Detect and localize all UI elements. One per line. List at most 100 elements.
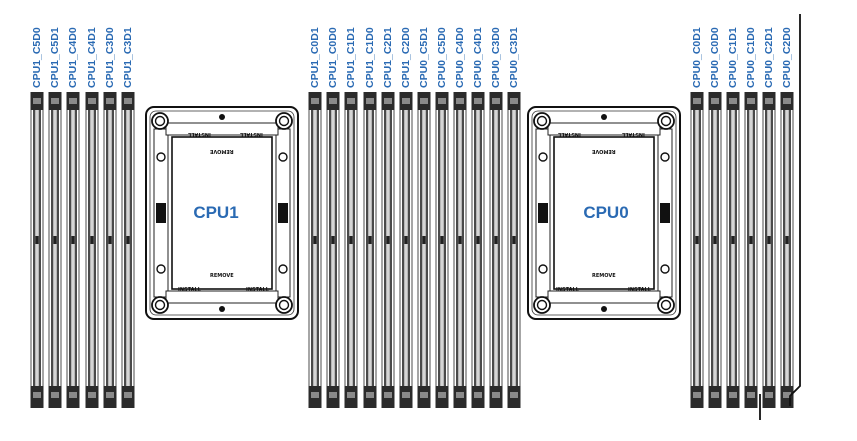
bottom-notch xyxy=(601,306,607,312)
corner-screw-inner xyxy=(536,115,548,127)
dimm-rail-right xyxy=(425,110,428,386)
corner-screw-inner xyxy=(660,299,672,311)
dimm-rail-right xyxy=(716,110,719,386)
left-dimm-slot-2 xyxy=(48,92,62,408)
cpu-die-area xyxy=(553,136,655,290)
cpu1-remove-top: REMOVE xyxy=(210,148,234,154)
dimm-top-latch-detail xyxy=(106,98,114,104)
dimm-key-notch xyxy=(331,236,335,244)
dimm-bottom-latch-detail xyxy=(329,392,337,398)
dimm-rail-right xyxy=(497,110,500,386)
dimm-rail-right xyxy=(770,110,773,386)
socket-bar-top xyxy=(547,122,661,136)
center-dimm-label: CPU0_C4D1 xyxy=(472,27,484,88)
dimm-rail-left xyxy=(124,110,127,386)
dimm-bottom-latch-detail xyxy=(747,392,755,398)
center-dimm-slot-8 xyxy=(435,92,449,408)
dimm-rail-right xyxy=(38,110,41,386)
dimm-rail-right xyxy=(389,110,392,386)
dimm-rail-right xyxy=(479,110,482,386)
dimm-top-latch-detail xyxy=(729,98,737,104)
dimm-key-notch xyxy=(731,236,735,244)
dimm-key-notch xyxy=(90,236,94,244)
dimm-rail-left xyxy=(402,110,405,386)
dimm-bottom-latch-detail xyxy=(711,392,719,398)
dimm-key-notch xyxy=(494,236,498,244)
cpu1-install-bottom-left: INSTALL xyxy=(178,287,201,293)
dimm-rail-right xyxy=(752,110,755,386)
dimm-top-latch-detail xyxy=(51,98,59,104)
side-screw-right xyxy=(278,264,288,274)
dimm-key-notch xyxy=(422,236,426,244)
dimm-key-notch xyxy=(512,236,516,244)
dimm-rail-left xyxy=(783,110,786,386)
dimm-key-notch xyxy=(53,236,57,244)
dimm-rail-right xyxy=(352,110,355,386)
dimm-bottom-latch-detail xyxy=(474,392,482,398)
dimm-top-latch-detail xyxy=(347,98,355,104)
right-dimm-slot-1 xyxy=(690,92,704,408)
cpu0-label: CPU0 xyxy=(583,203,629,222)
dimm-rail-right xyxy=(56,110,59,386)
cpu1-install-bottom-right: INSTALL xyxy=(246,287,269,293)
center-dimm-label: CPU0_C5D1 xyxy=(418,27,430,88)
cpu0-install-top-left: INSTALL xyxy=(558,131,581,137)
dimm-rail-left xyxy=(474,110,477,386)
dimm-key-notch xyxy=(767,236,771,244)
right-dimm-label: CPU0_C1D1 xyxy=(727,27,739,88)
dimm-bottom-latch-detail xyxy=(456,392,464,398)
side-screw-right xyxy=(660,264,670,274)
dimm-rail-left xyxy=(69,110,72,386)
left-dimm-slot-1 xyxy=(30,92,44,408)
dimm-rail-right xyxy=(734,110,737,386)
dimm-top-latch-detail xyxy=(747,98,755,104)
dimm-top-latch-detail xyxy=(366,98,374,104)
dimm-rail-left xyxy=(311,110,314,386)
dimm-rail-right xyxy=(334,110,337,386)
dimm-rail-left xyxy=(366,110,369,386)
left-dimm-label: CPU1_C5D1 xyxy=(49,27,61,88)
right-dimm-slot-4 xyxy=(744,92,758,408)
dimm-top-latch-detail xyxy=(420,98,428,104)
center-dimm-label: CPU0_C3D0 xyxy=(490,27,502,88)
dimm-rail-left xyxy=(492,110,495,386)
center-dimm-label: CPU1_C1D1 xyxy=(345,27,357,88)
center-dimm-slot-12 xyxy=(507,92,521,408)
cpu0-install-bottom-left: INSTALL xyxy=(556,287,579,293)
dimm-key-notch xyxy=(785,236,789,244)
dimm-key-notch xyxy=(126,236,130,244)
side-screw-left xyxy=(538,152,548,162)
dimm-key-notch xyxy=(440,236,444,244)
dimm-rail-left xyxy=(51,110,54,386)
dimm-rail-left xyxy=(456,110,459,386)
dimm-rail-right xyxy=(461,110,464,386)
left-dimm-label: CPU1_C3D0 xyxy=(104,27,116,88)
left-dimm-label: CPU1_C4D1 xyxy=(86,27,98,88)
dimm-bottom-latch-detail xyxy=(124,392,132,398)
dimm-bottom-latch-detail xyxy=(438,392,446,398)
dimm-rail-right xyxy=(316,110,319,386)
dimm-bottom-latch-detail xyxy=(783,392,791,398)
dimm-bottom-latch-detail xyxy=(51,392,59,398)
dimm-bottom-latch-detail xyxy=(492,392,500,398)
left-dimm-slot-5 xyxy=(103,92,117,408)
cpu0-install-bottom-right: INSTALL xyxy=(628,287,651,293)
cpu1-remove-bottom: REMOVE xyxy=(210,273,234,279)
dimm-top-latch-detail xyxy=(33,98,41,104)
dimm-key-notch xyxy=(71,236,75,244)
dimm-top-latch-detail xyxy=(124,98,132,104)
center-dimm-slot-4 xyxy=(363,92,377,408)
socket-frame-inner xyxy=(149,110,295,316)
right-dimm-slot-5 xyxy=(762,92,776,408)
right-dimm-label: CPU0_C1D0 xyxy=(745,27,757,88)
center-dimm-label: CPU1_C1D0 xyxy=(364,27,376,88)
dimm-top-latch-detail xyxy=(88,98,96,104)
dimm-rail-left xyxy=(747,110,750,386)
dimm-rail-right xyxy=(788,110,791,386)
dimm-top-latch-detail xyxy=(711,98,719,104)
center-dimm-label: CPU1_C2D1 xyxy=(382,27,394,88)
right-dimm-slot-3 xyxy=(726,92,740,408)
cpu0-remove-bottom: REMOVE xyxy=(592,273,616,279)
center-dimm-slot-3 xyxy=(344,92,358,408)
center-dimm-label: CPU0_C5D0 xyxy=(436,27,448,88)
